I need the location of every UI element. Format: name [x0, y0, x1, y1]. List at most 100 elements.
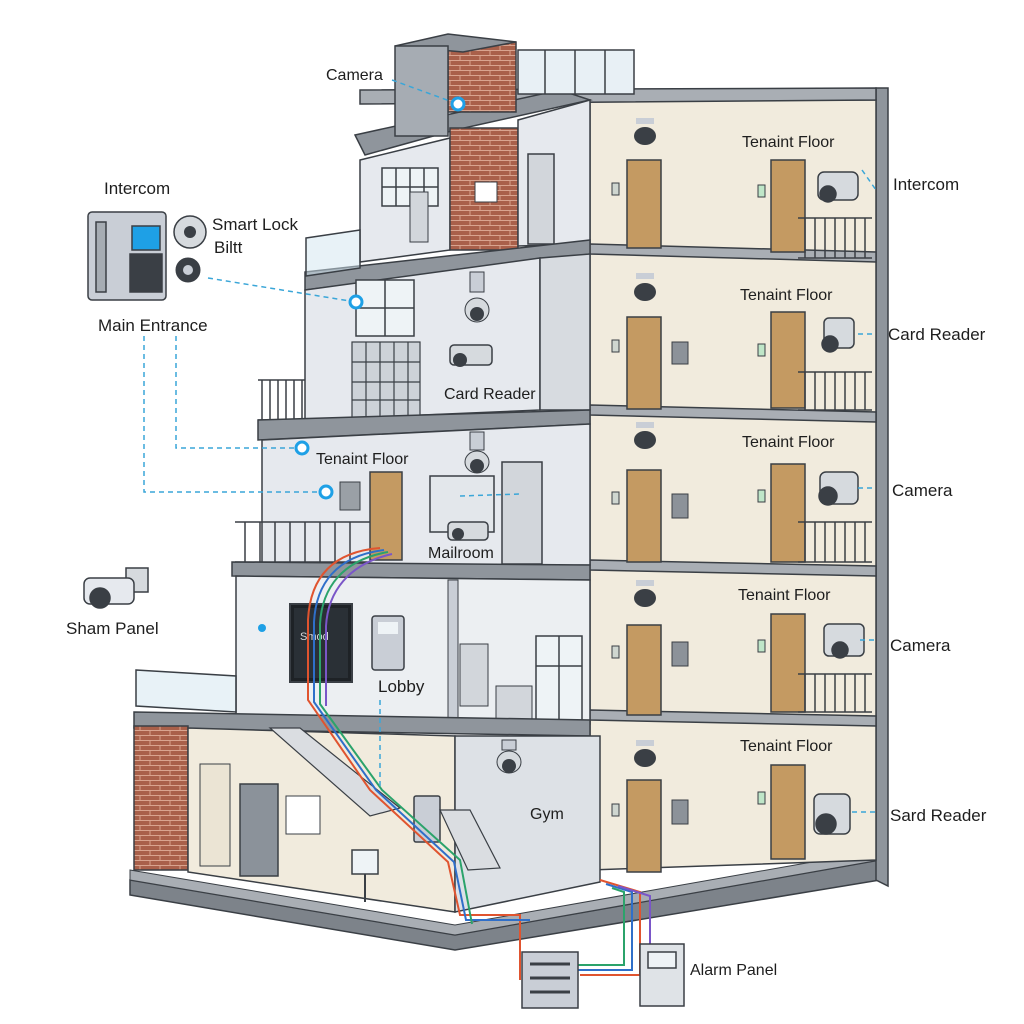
label-intercom-right: Intercom — [893, 175, 959, 194]
service-door — [527, 153, 555, 245]
dome-camera-icon — [464, 431, 490, 474]
card-reader-icon — [671, 493, 689, 519]
tenant-floor-1: Tenaint Floor — [611, 738, 833, 873]
light-switch — [757, 791, 766, 805]
ground-brick-wall — [133, 725, 189, 871]
dome-camera-icon — [464, 271, 490, 323]
tenant-floor-2: Tenaint Floor — [611, 580, 872, 716]
tenant-floor-4: Tenaint Floor — [611, 273, 872, 411]
bullet-camera-icon — [449, 344, 493, 367]
bullet-camera-icon — [818, 471, 859, 506]
door — [626, 779, 662, 873]
bullet-camera-icon — [813, 793, 851, 835]
dome-camera-icon — [634, 740, 656, 767]
balcony-railing — [798, 371, 872, 411]
dome-camera-icon — [634, 118, 656, 145]
balcony-railing — [798, 521, 872, 563]
dome-camera-icon — [634, 580, 656, 607]
door — [626, 624, 662, 716]
dome-camera-icon — [634, 273, 656, 301]
tower-right-edge — [875, 87, 889, 888]
label-alarm-panel: Alarm Panel — [690, 962, 777, 979]
door — [626, 469, 662, 563]
level-3-window — [355, 279, 415, 337]
card-reader-icon — [671, 799, 689, 825]
label-sard-reader-right: Sard Reader — [890, 806, 987, 825]
label-card-reader-inner: Card Reader — [444, 386, 536, 403]
card-reader-icon — [671, 641, 689, 667]
light-switch — [611, 339, 620, 353]
light-switch — [757, 639, 766, 653]
penthouse-door — [409, 191, 429, 243]
label-camera-right-1: Camera — [892, 481, 953, 500]
lobby-partition — [447, 579, 459, 725]
connection-dots — [294, 96, 466, 500]
label-camera-right-2: Camera — [890, 636, 951, 655]
access-keypad-icon — [371, 615, 405, 671]
door — [770, 463, 806, 563]
alarm-panel-box — [639, 943, 685, 1007]
label-mailroom: Mailroom — [428, 545, 494, 562]
gym-camera-icon — [496, 739, 522, 774]
bullet-camera-icon — [447, 521, 489, 541]
door — [770, 159, 806, 253]
card-reader-icon — [671, 341, 689, 365]
mailboxes — [351, 341, 421, 419]
wall-sign — [474, 181, 498, 203]
tenant-floor-label: Tenaint Floor — [740, 738, 833, 755]
lobby-cabinet — [495, 685, 533, 723]
dome-camera-icon — [634, 422, 656, 449]
light-switch — [611, 803, 620, 817]
tenaint-floor-door — [369, 471, 403, 561]
penthouse-roof — [353, 89, 593, 156]
door — [770, 613, 806, 713]
tenant-floor-label: Tenaint Floor — [742, 134, 835, 151]
door — [626, 159, 662, 249]
balcony-railing — [798, 217, 872, 259]
balcony-railing — [798, 673, 872, 713]
ground-door-frame — [199, 763, 231, 867]
info-kiosk — [351, 849, 379, 902]
balcony-railing-left-1 — [135, 669, 237, 713]
tenant-floor-3: Tenaint Floor — [611, 422, 872, 563]
smart-lock-icon — [173, 215, 207, 249]
bullet-camera-icon — [821, 317, 855, 353]
lobby-chair — [459, 643, 489, 707]
label-camera-top: Camera — [326, 67, 383, 84]
label-main-entrance: Main Entrance — [98, 316, 208, 335]
label-card-reader-right: Card Reader — [888, 325, 986, 344]
label-tenaint-floor-inner: Tenaint Floor — [316, 451, 409, 468]
smart-lock-bolt-icon — [175, 257, 201, 283]
tenant-floor-label: Tenaint Floor — [740, 287, 833, 304]
label-gym: Gym — [530, 806, 564, 823]
label-smart-lock: Smart Lock — [212, 215, 298, 234]
door — [626, 316, 662, 410]
light-switch — [757, 489, 766, 503]
indicator-dot — [258, 624, 266, 632]
tenant-floor-label: Tenaint Floor — [742, 434, 835, 451]
ground-door — [239, 783, 279, 877]
light-switch — [611, 182, 620, 196]
label-sham-panel: Sham Panel — [66, 619, 159, 638]
light-switch — [611, 645, 620, 659]
leader-lines — [143, 79, 877, 813]
door — [770, 311, 806, 409]
label-lobby: Lobby — [378, 677, 425, 696]
door — [770, 764, 806, 860]
light-switch — [757, 184, 766, 198]
label-smart-lock-bolt: Biltt — [214, 238, 243, 257]
balcony-railing-left-3 — [258, 379, 305, 421]
mailroom-door — [501, 461, 543, 565]
light-switch — [757, 343, 766, 357]
tenant-floor-5: Tenaint Floor — [611, 118, 872, 259]
bullet-camera-icon — [823, 623, 865, 659]
light-switch — [611, 491, 620, 505]
lobby-window — [535, 635, 583, 727]
label-intercom-left: Intercom — [104, 179, 170, 198]
intercom-device-icon — [87, 211, 167, 301]
floor-plan-board — [285, 795, 321, 835]
sham-panel-camera-icon — [83, 567, 149, 609]
staircase — [268, 727, 501, 871]
roof-terrace-railing — [305, 229, 361, 277]
